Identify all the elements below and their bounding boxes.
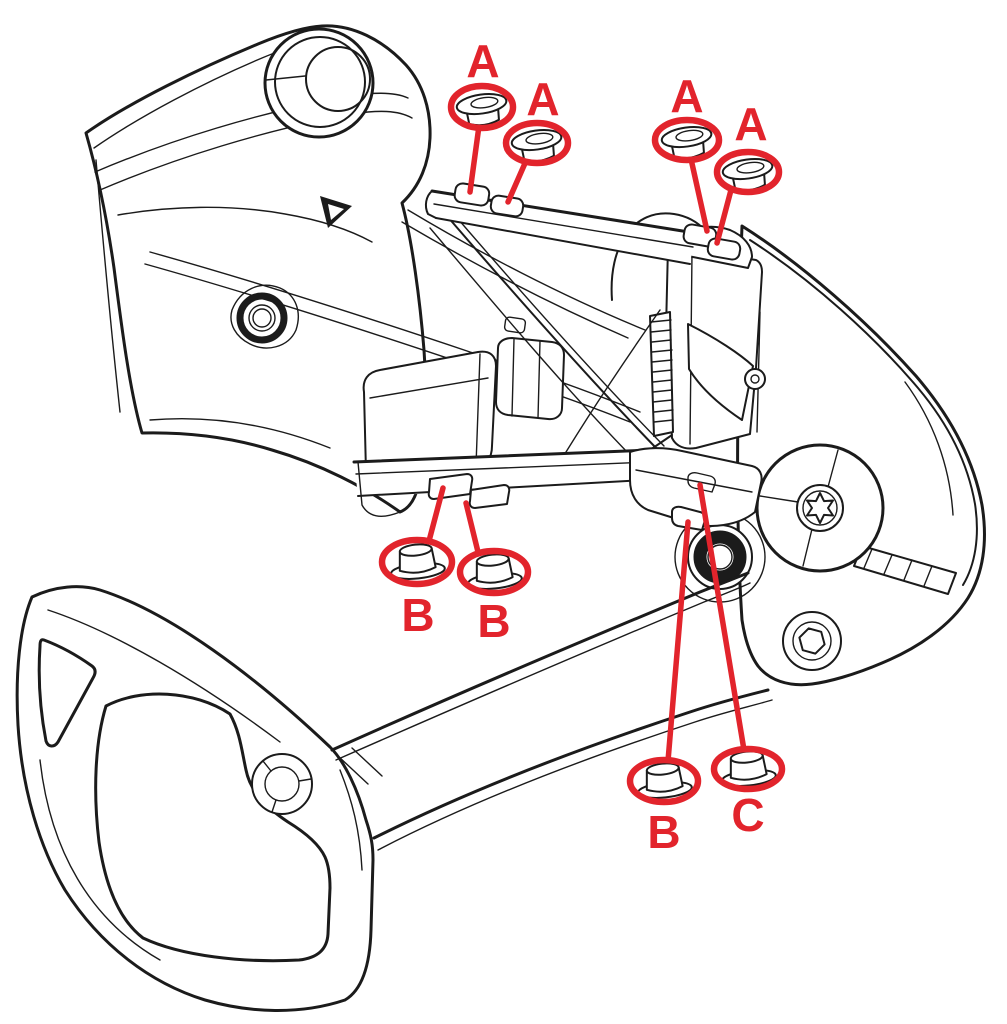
callout-c1-label: C: [731, 789, 764, 841]
lower-knuckle-housing: [610, 212, 986, 687]
callout-b2-ring: [456, 547, 532, 597]
ribbed-strip: [649, 311, 674, 437]
cage-arm: [330, 571, 773, 851]
lower-link-bar: [352, 434, 673, 517]
callouts: A A A A B B B C: [378, 35, 786, 858]
callout-c1-leader: [697, 482, 747, 753]
cage-pulley-hole: [251, 753, 313, 815]
callout-a1-label: A: [466, 35, 499, 87]
flanged-bolt-icon: [510, 128, 563, 163]
callout-b1-ring: [378, 536, 456, 588]
callout-a4-leader: [714, 187, 734, 246]
outer-cage-plate: [15, 585, 383, 1012]
callout-c1-ring: [710, 745, 786, 793]
callout-b1-leader: [426, 485, 446, 544]
callout-a2-ring: [502, 119, 572, 167]
damper-ring: [674, 511, 766, 603]
upper-link-arm: [424, 182, 742, 265]
callout-a3-label: A: [670, 70, 703, 122]
bolt-tab-b1: [427, 473, 474, 500]
derailleur-line-art: [15, 24, 986, 1012]
callout-b1-label: B: [401, 589, 434, 641]
standoff-bolt-icon: [721, 750, 777, 787]
link-diagonals: [401, 209, 665, 456]
flanged-bolt-icon: [660, 125, 713, 160]
link-rivet: [744, 368, 766, 390]
callout-b3-label: B: [647, 806, 680, 858]
bolt-tab-b2: [468, 484, 511, 509]
flanged-bolt-icon: [455, 92, 508, 127]
standoff-bolt-icon: [467, 553, 523, 590]
callout-b3-leader: [665, 519, 691, 764]
callout-a1-ring: [447, 82, 517, 132]
pivot-boss: [230, 284, 299, 349]
callout-a2-leader: [505, 158, 529, 205]
inner-guide-plate: [629, 447, 763, 531]
callout-a1-leader: [467, 123, 482, 195]
callout-a3-leader: [688, 156, 710, 234]
callout-b2-label: B: [477, 595, 510, 647]
flanged-bolt-icon: [721, 157, 774, 192]
pulley: [755, 443, 885, 573]
callout-b3-ring: [626, 756, 702, 806]
motor-block: [495, 316, 565, 421]
hex-bolt-icon: [782, 611, 842, 671]
callout-a4-ring: [713, 148, 783, 196]
callout-a4-label: A: [734, 98, 767, 150]
standoff-bolt-icon: [390, 543, 446, 580]
callout-a2-label: A: [526, 73, 559, 125]
mounting-barrel: [263, 27, 375, 139]
callout-b2-leader: [463, 500, 481, 555]
callout-a3-ring: [651, 116, 723, 164]
torx-screw-icon: [806, 492, 834, 524]
